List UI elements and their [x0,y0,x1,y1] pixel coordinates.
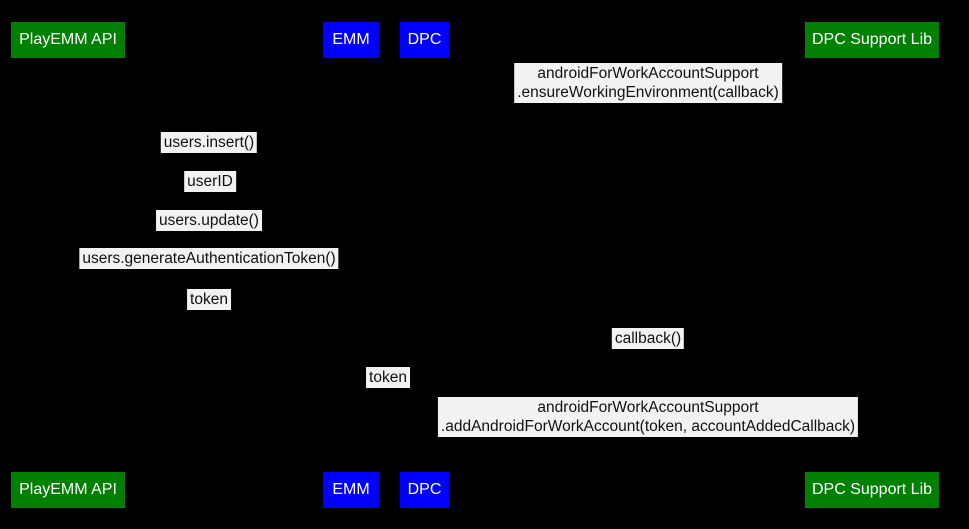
message-label-ensure-working-environment: androidForWorkAccountSupport .ensureWork… [514,63,782,103]
actor-label: DPC Support Lib [811,31,933,48]
message-text: .ensureWorkingEnvironment(callback) [517,84,779,101]
message-label-users-insert: users.insert() [160,132,258,153]
message-text: callback() [614,330,682,347]
message-text: users.update() [159,212,259,229]
actor-box-dpc-support-lib-bottom: DPC Support Lib [805,472,939,508]
message-label-add-android-for-work-account: androidForWorkAccountSupport .addAndroid… [437,397,859,437]
message-label-userid: userID [184,171,236,192]
message-text: token [190,291,228,308]
actor-label: PlayEMM API [19,31,117,48]
lifeline-dpc [424,58,425,472]
actor-box-emm-top: EMM [323,22,379,58]
lifeline-playemm-api [68,58,69,472]
actor-box-playemm-api-top: PlayEMM API [11,22,125,58]
message-label-callback: callback() [611,328,685,349]
lifeline-emm [351,58,352,472]
message-text: userID [187,173,233,190]
actor-box-dpc-support-lib-top: DPC Support Lib [805,22,939,58]
message-text: androidForWorkAccountSupport [537,399,759,416]
message-label-generate-authentication-token: users.generateAuthenticationToken() [79,248,339,269]
actor-box-dpc-bottom: DPC [400,472,449,508]
message-text: token [369,369,407,386]
actor-label: PlayEMM API [19,481,117,498]
message-text: users.insert() [163,134,255,151]
actor-label: EMM [332,31,370,48]
actor-label: DPC Support Lib [811,481,933,498]
actor-box-playemm-api-bottom: PlayEMM API [11,472,125,508]
actor-box-emm-bottom: EMM [323,472,379,508]
actor-label: DPC [407,481,442,498]
message-text: .addAndroidForWorkAccount(token, account… [440,418,856,435]
message-text: users.generateAuthenticationToken() [82,250,336,267]
message-label-token-to-dpc: token [366,367,410,388]
actor-label: EMM [332,481,370,498]
message-label-token-to-emm: token [187,289,231,310]
lifeline-dpc-support-lib [872,58,873,472]
message-text: androidForWorkAccountSupport [537,65,759,82]
actor-label: DPC [407,31,442,48]
actor-box-dpc-top: DPC [400,22,449,58]
message-label-users-update: users.update() [156,210,262,231]
